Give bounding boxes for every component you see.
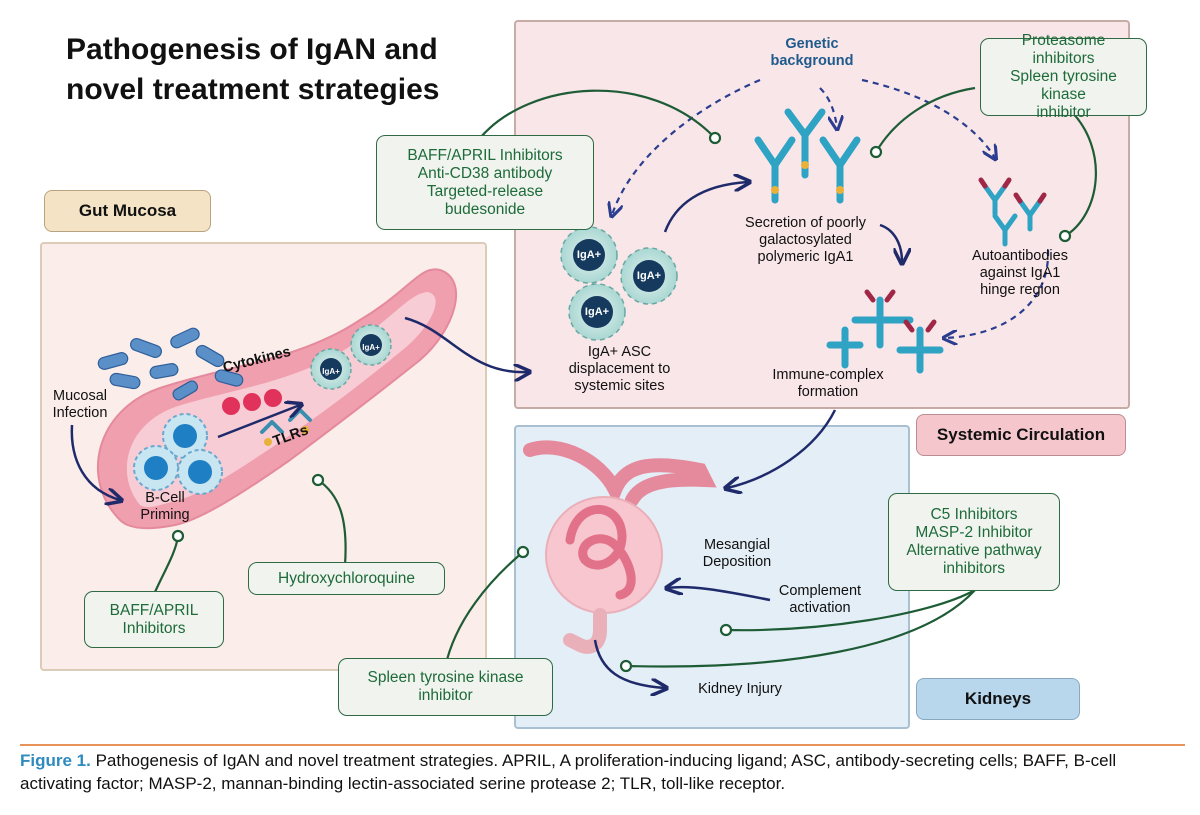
immune-complex-label: Immune-complex formation — [772, 367, 884, 400]
drug-box-hydroxychloroquine: Hydroxychloroquine — [248, 562, 445, 595]
iga-cell-label: IgA+ — [362, 343, 380, 352]
figure-caption: Figure 1. Pathogenesis of IgAN and novel… — [20, 749, 1185, 795]
gut-mucosa-tag: Gut Mucosa — [44, 190, 211, 232]
systemic-circulation-tag: Systemic Circulation — [916, 414, 1126, 456]
iga-cell-label: IgA+ — [636, 270, 662, 282]
cytokine-dots — [222, 389, 282, 415]
polymeric-iga1 — [754, 108, 861, 204]
iga1-joints — [771, 161, 844, 194]
title-line-1: Pathogenesis of IgAN and — [66, 33, 438, 66]
page-title: Pathogenesis of IgAN and novel treatment… — [66, 30, 486, 110]
drug-box-baff-april-gut: BAFF/APRIL Inhibitors — [84, 591, 224, 648]
autoantibodies — [978, 177, 1047, 247]
mesangial-deposition-label: Mesangial Deposition — [702, 537, 772, 570]
autoantibodies-label: Autoantibodies against IgA1 hinge region — [972, 248, 1068, 298]
asc-displacement-label: IgA+ ASC displacement to systemic sites — [568, 344, 671, 394]
drug-box-spleen-tyrosine-kinase: Spleen tyrosine kinase inhibitor — [338, 658, 553, 716]
title-line-2: novel treatment strategies — [66, 73, 440, 106]
drug-box-baff-april-budesonide: BAFF/APRIL Inhibitors Anti-CD38 antibody… — [376, 135, 594, 230]
glomerulus — [523, 440, 717, 654]
b-cells — [133, 413, 223, 495]
iga-cell-label: IgA+ — [584, 306, 610, 318]
kidneys-tag: Kidneys — [916, 678, 1080, 720]
drug-box-complement-inhibitors: C5 Inhibitors MASP-2 Inhibitor Alternati… — [888, 493, 1060, 591]
inhibitor-connectors — [153, 86, 1097, 673]
genetic-arrows — [612, 78, 1050, 338]
secretion-label: Secretion of poorly galactosylated polym… — [745, 215, 866, 265]
flow-arrows — [70, 182, 902, 688]
bacteria — [97, 327, 244, 401]
drug-box-proteasome-syk: Proteasome inhibitors Spleen tyrosine ki… — [980, 32, 1147, 121]
mucosal-infection-label: Mucosal Infection — [52, 388, 108, 421]
caption-text: Pathogenesis of IgAN and novel treatment… — [20, 751, 1117, 793]
systemic-iga-cells — [560, 226, 678, 341]
gut-iga-cells — [310, 324, 392, 390]
kidney-injury-label: Kidney Injury — [698, 681, 782, 697]
complement-activation-label: Complement activation — [778, 583, 862, 616]
iga-cell-label: IgA+ — [576, 249, 602, 261]
figure-number: Figure 1. — [20, 751, 91, 770]
caption-divider — [20, 744, 1185, 746]
genetic-background-label: Genetic background — [770, 36, 854, 69]
immune-complex — [826, 289, 944, 374]
b-cell-priming-label: B-Cell Priming — [140, 490, 190, 523]
iga-cell-label: IgA+ — [322, 367, 340, 376]
